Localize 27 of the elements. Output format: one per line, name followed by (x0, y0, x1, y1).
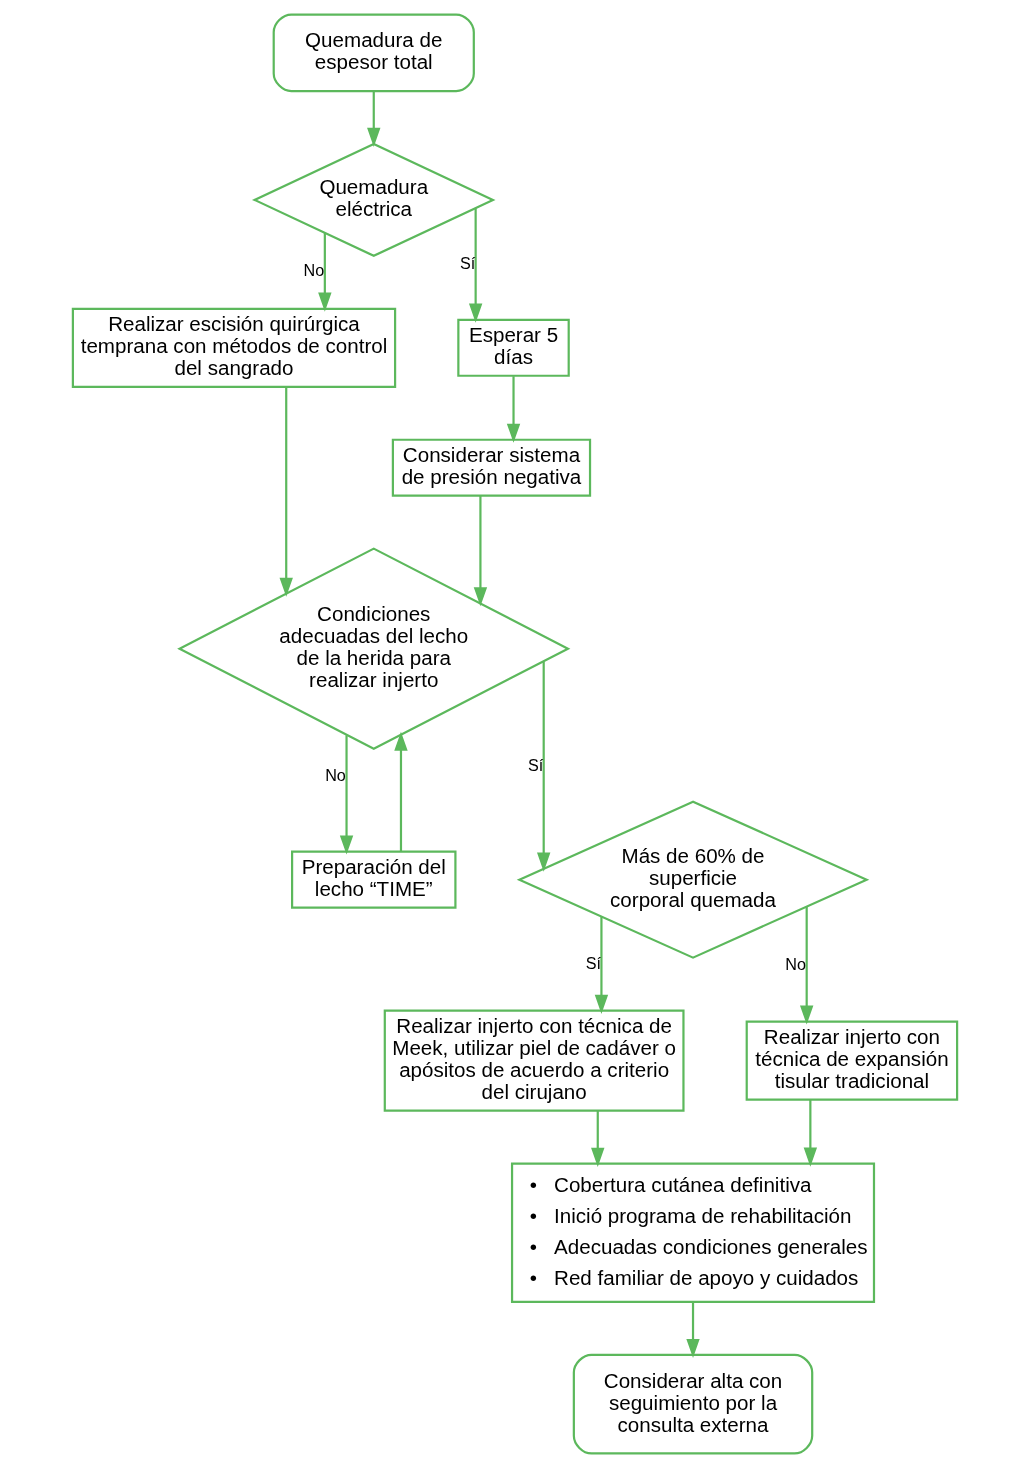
node-box: • Cobertura cutánea definitiva • Inició programa de rehabilitación • Adecuadas condiciones generales • Red familiar de apoyo y cuidados (510, 1162, 876, 1303)
arrow (506, 376, 521, 443)
node-box: Quemadura de espesor total (272, 13, 475, 93)
node-box: Realizar injerto con técnica de Meek, utilizar piel de cadáver o apósitos de acuerdo a criterio del cirujano (383, 1009, 685, 1112)
arrow (591, 1110, 605, 1167)
node-box: Realizar escisión quirúrgica temprana con métodos de control del sangrado (71, 307, 397, 388)
edge-label: No (303, 261, 325, 280)
arrow (279, 387, 293, 597)
arrow (367, 91, 381, 147)
arrow (799, 906, 814, 1025)
edge-label: No (325, 766, 346, 785)
node-diamond: Quemadura eléctrica (252, 142, 496, 258)
node-box: Realizar injerto con técnica de expansión tisular tradicional (745, 1020, 959, 1101)
node-box: Considerar alta con seguimiento por la consulta externa (572, 1353, 814, 1455)
arrow (537, 661, 551, 872)
arrow (473, 496, 488, 607)
arrow (803, 1099, 818, 1167)
node-box: Preparación del lecho “TIME” (291, 850, 457, 909)
arrow (318, 233, 332, 312)
edge-label: Sí (527, 755, 544, 774)
node-box: Considerar sistema de presión negativa (391, 438, 592, 497)
arrow (394, 731, 408, 852)
node-box: Esperar 5 días (457, 318, 570, 377)
arrow (594, 916, 609, 1014)
arrow (468, 208, 483, 323)
arrow (339, 735, 354, 855)
arrow (686, 1302, 700, 1359)
